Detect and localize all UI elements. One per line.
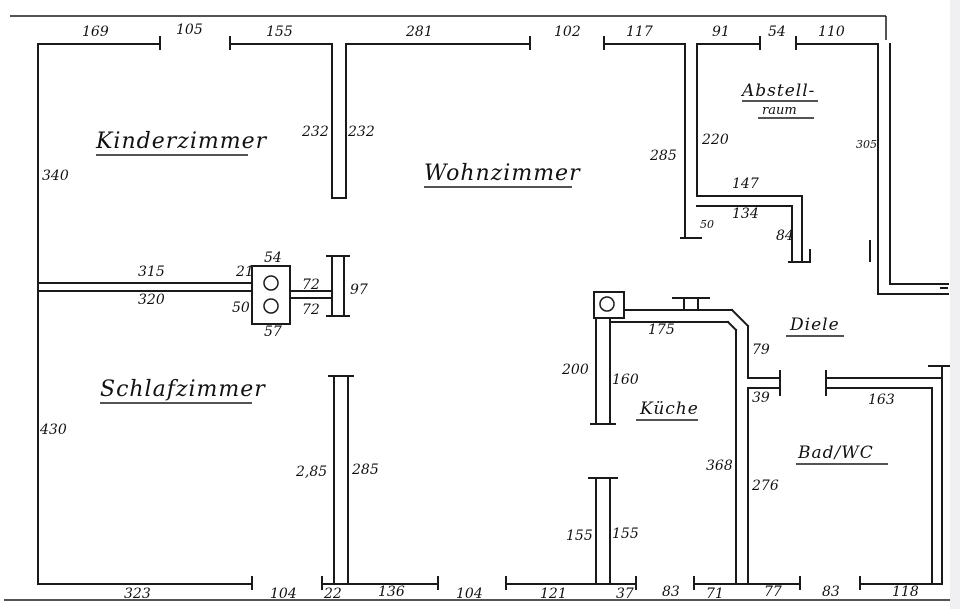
dim-285-b: 285: [351, 462, 379, 478]
dim-top-54: 54: [768, 24, 786, 40]
dim-276: 276: [751, 478, 779, 494]
dim-top-155: 155: [266, 24, 293, 40]
dim-97: 97: [350, 282, 368, 298]
dim-top-281: 281: [405, 24, 433, 40]
dim-84: 84: [776, 228, 794, 244]
room-bad: Bad/WC: [797, 443, 874, 463]
dim-bottom-323: 323: [124, 586, 151, 602]
chimney: [251, 255, 350, 325]
room-diele: Diele: [789, 315, 840, 335]
room-kueche: Küche: [639, 399, 699, 419]
top-wall: [37, 36, 879, 50]
wall-kinder-wohn: [331, 43, 347, 199]
dim-bottom-22: 22: [323, 586, 342, 602]
dim-bottom-121: 121: [540, 586, 567, 602]
dim-top-169: 169: [82, 24, 109, 40]
room-kinderzimmer: Kinderzimmer: [95, 129, 268, 154]
dim-430: 430: [39, 422, 67, 438]
room-abstell-1: Abstell-: [740, 81, 815, 101]
dim-160: 160: [612, 372, 639, 388]
dim-315: 315: [138, 264, 165, 280]
dim-79: 79: [752, 342, 770, 358]
dim-bottom-104-b: 104: [456, 586, 483, 602]
wall-schlaf-wohn: [328, 375, 354, 585]
dim-340: 340: [42, 168, 69, 184]
room-abstell-2: raum: [762, 103, 797, 118]
wall-kinder-schlaf: [37, 282, 253, 292]
abstellraum-walls: [680, 43, 811, 263]
dim-50-chimney: 50: [232, 300, 250, 316]
dim-top-91: 91: [712, 24, 730, 40]
dim-top-110: 110: [818, 24, 845, 40]
right-margin: [950, 0, 960, 609]
bottom-wall: [37, 576, 943, 590]
room-schlafzimmer: Schlafzimmer: [100, 377, 266, 402]
dim-bottom-71: 71: [706, 586, 724, 602]
dim-bottom-136: 136: [378, 584, 405, 600]
dim-163: 163: [868, 392, 895, 408]
dim-2-85: 2,85: [295, 464, 327, 480]
kueche-walls: [588, 291, 781, 585]
dim-bottom-118: 118: [892, 584, 919, 600]
dim-bottom-77: 77: [764, 584, 782, 600]
dim-368: 368: [706, 458, 733, 474]
dim-155-b: 155: [612, 526, 639, 542]
dim-bottom-37: 37: [616, 586, 634, 602]
bad-walls: [825, 365, 950, 585]
dim-39: 39: [752, 390, 770, 406]
dim-134: 134: [732, 206, 759, 222]
dim-147: 147: [732, 176, 759, 192]
dim-155-a: 155: [566, 528, 593, 544]
dim-200: 200: [561, 362, 589, 378]
dim-72-a: 72: [302, 277, 320, 293]
dim-175: 175: [648, 322, 675, 338]
dim-top-102: 102: [554, 24, 581, 40]
dim-232-a: 232: [301, 124, 329, 140]
right-wall-upper: [869, 43, 949, 295]
dim-72-b: 72: [302, 302, 320, 318]
dim-bottom-104-a: 104: [270, 586, 297, 602]
dim-21: 21: [235, 264, 254, 280]
dim-57: 57: [264, 324, 282, 340]
dim-320: 320: [138, 292, 165, 308]
dim-305: 305: [856, 138, 877, 151]
dim-bottom-83-b: 83: [822, 584, 840, 600]
dim-50-abstell: 50: [700, 218, 714, 231]
dim-bottom-83-a: 83: [662, 584, 680, 600]
dim-54-chimney: 54: [264, 250, 282, 266]
dim-285-c: 285: [649, 148, 677, 164]
dim-top-105: 105: [176, 22, 203, 38]
dim-top-117: 117: [626, 24, 653, 40]
room-wohnzimmer: Wohnzimmer: [424, 161, 581, 186]
dim-220: 220: [701, 132, 729, 148]
dim-232-b: 232: [347, 124, 375, 140]
